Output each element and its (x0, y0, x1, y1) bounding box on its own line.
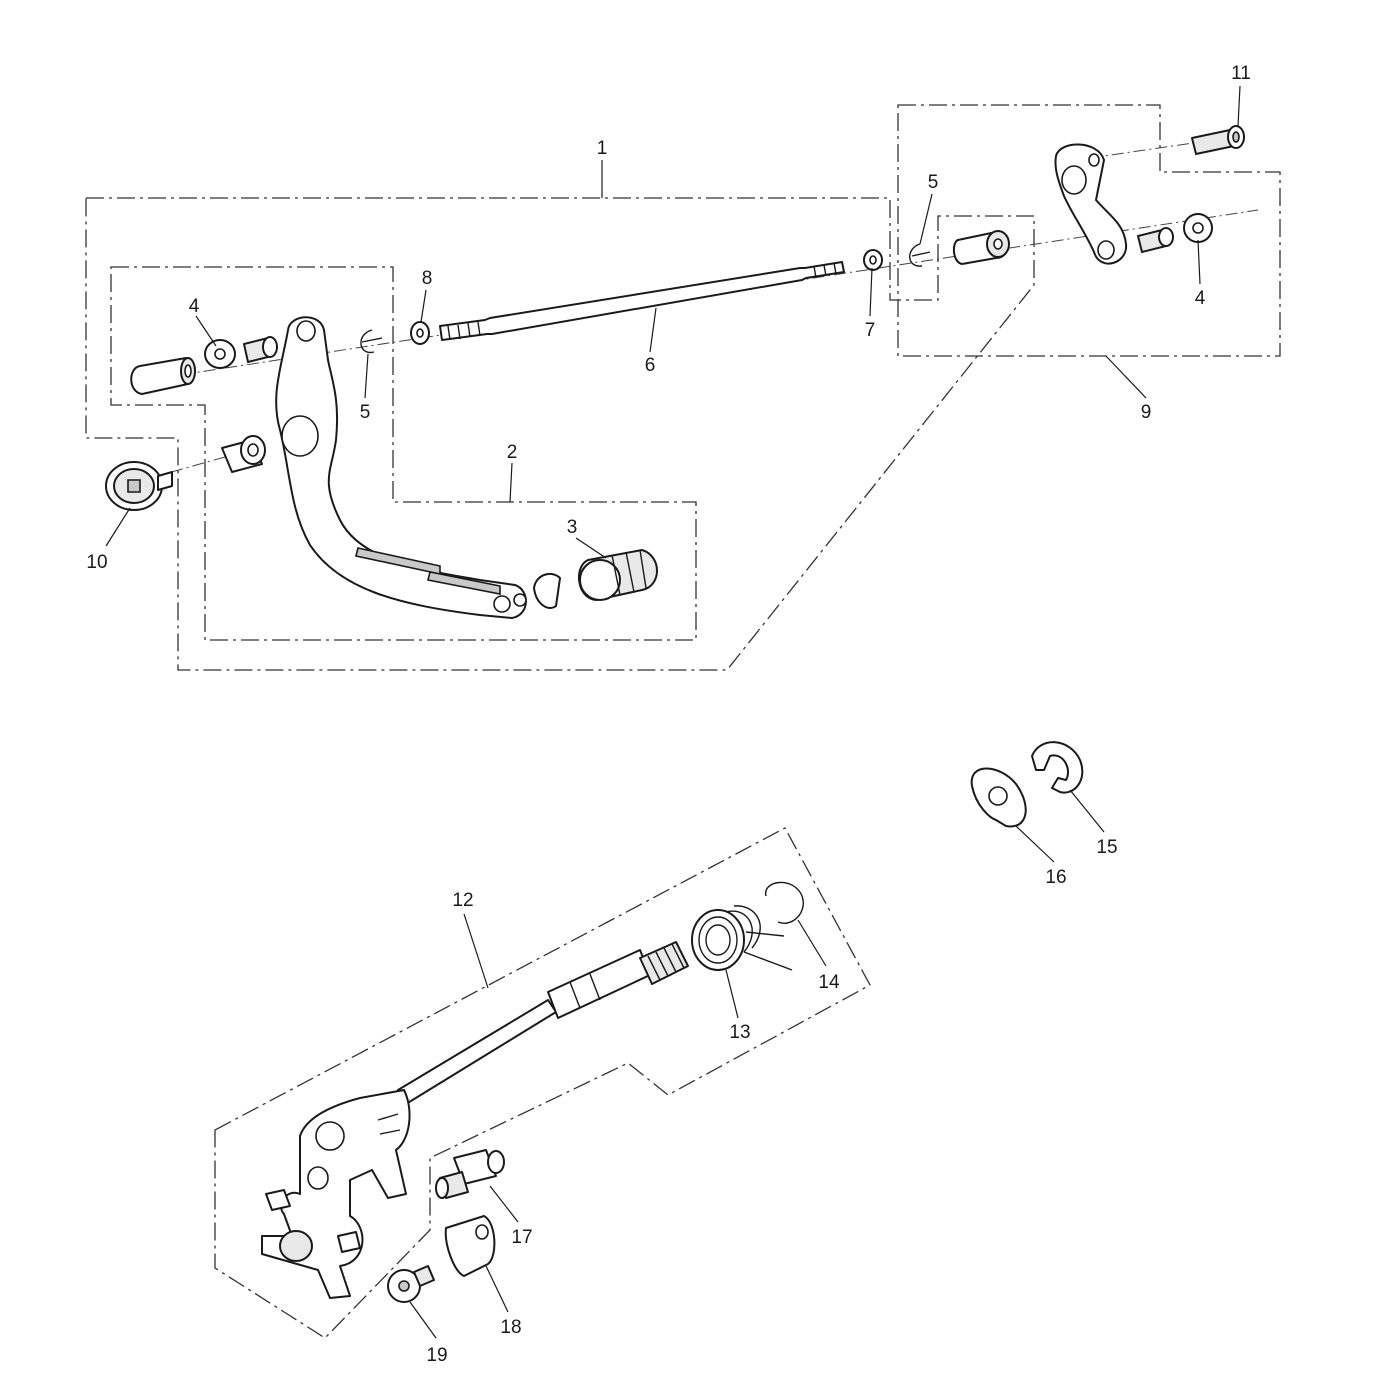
leader-2 (509, 462, 513, 503)
callout-19: 19 (426, 1345, 447, 1366)
callout-5-right: 5 (928, 172, 939, 193)
washer-4-right (1183, 213, 1213, 243)
leader-17 (489, 1185, 519, 1223)
ball-joint-right (952, 230, 1010, 265)
circlip-15 (1031, 741, 1084, 794)
leader-16 (1015, 825, 1055, 863)
shouldered-bolt-10 (105, 461, 173, 511)
callout-7: 7 (865, 320, 876, 341)
locking-plate-18 (444, 1215, 496, 1277)
callout-15: 15 (1096, 837, 1117, 858)
leader-11 (1237, 85, 1241, 127)
group-outline-12 (214, 827, 871, 1339)
callout-3: 3 (567, 517, 578, 538)
nut-7 (863, 249, 883, 271)
bolt-11 (1191, 125, 1245, 155)
leader-12 (463, 913, 489, 989)
bolt-19 (387, 1265, 435, 1303)
stud-left (243, 336, 278, 363)
callout-8: 8 (422, 268, 433, 289)
leader-7 (869, 267, 873, 317)
leader-13 (725, 969, 739, 1019)
return-spring-13 (691, 905, 793, 971)
leader-9 (1105, 355, 1147, 399)
pivot-bush (221, 435, 266, 473)
circlip-5-left (360, 329, 383, 354)
callout-11: 11 (1231, 63, 1251, 84)
leader-5b (919, 193, 933, 245)
group-outline-1 (85, 197, 1035, 671)
stud-right (1137, 227, 1174, 253)
axis-top-bolt (1089, 141, 1201, 159)
callout-9: 9 (1141, 402, 1152, 423)
stop-bolt-17 (435, 1149, 505, 1199)
callout-4-right: 4 (1195, 288, 1206, 309)
callout-14: 14 (818, 972, 840, 993)
callout-4-left: 4 (189, 296, 200, 317)
leader-3 (575, 537, 607, 559)
circlip-5-right (909, 243, 931, 267)
footrest-rubber-3 (533, 549, 658, 609)
leader-4b (1197, 239, 1201, 285)
leader-6 (649, 307, 657, 353)
leader-5a (364, 353, 369, 399)
linkage-rod-6 (439, 261, 845, 341)
leader-10 (105, 507, 131, 547)
leader-18 (485, 1265, 509, 1313)
callout-16: 16 (1045, 867, 1066, 888)
callout-13: 13 (729, 1022, 750, 1043)
callout-10: 10 (86, 552, 107, 573)
washer-16 (970, 767, 1027, 828)
callout-17: 17 (511, 1227, 532, 1248)
callout-18: 18 (500, 1317, 521, 1338)
callout-12: 12 (452, 890, 473, 911)
gear-pedal-lever (275, 316, 527, 619)
nut-8 (410, 321, 430, 345)
leader-19 (409, 1301, 437, 1339)
ball-joint-left (130, 357, 196, 395)
leader-15 (1069, 789, 1105, 833)
circlip-14 (765, 881, 804, 924)
callout-5-left: 5 (360, 402, 371, 423)
callout-6: 6 (645, 355, 656, 376)
leader-14 (797, 919, 827, 967)
leader-4a (195, 315, 217, 347)
group-outline-2 (110, 266, 697, 641)
washer-4-left (204, 339, 236, 369)
leader-8 (420, 289, 427, 323)
callout-1: 1 (597, 138, 608, 159)
selector-shaft-12 (261, 941, 689, 1299)
gear-change-lever (1054, 143, 1128, 265)
group-outline-9 (897, 104, 1281, 357)
callout-2: 2 (507, 442, 518, 463)
